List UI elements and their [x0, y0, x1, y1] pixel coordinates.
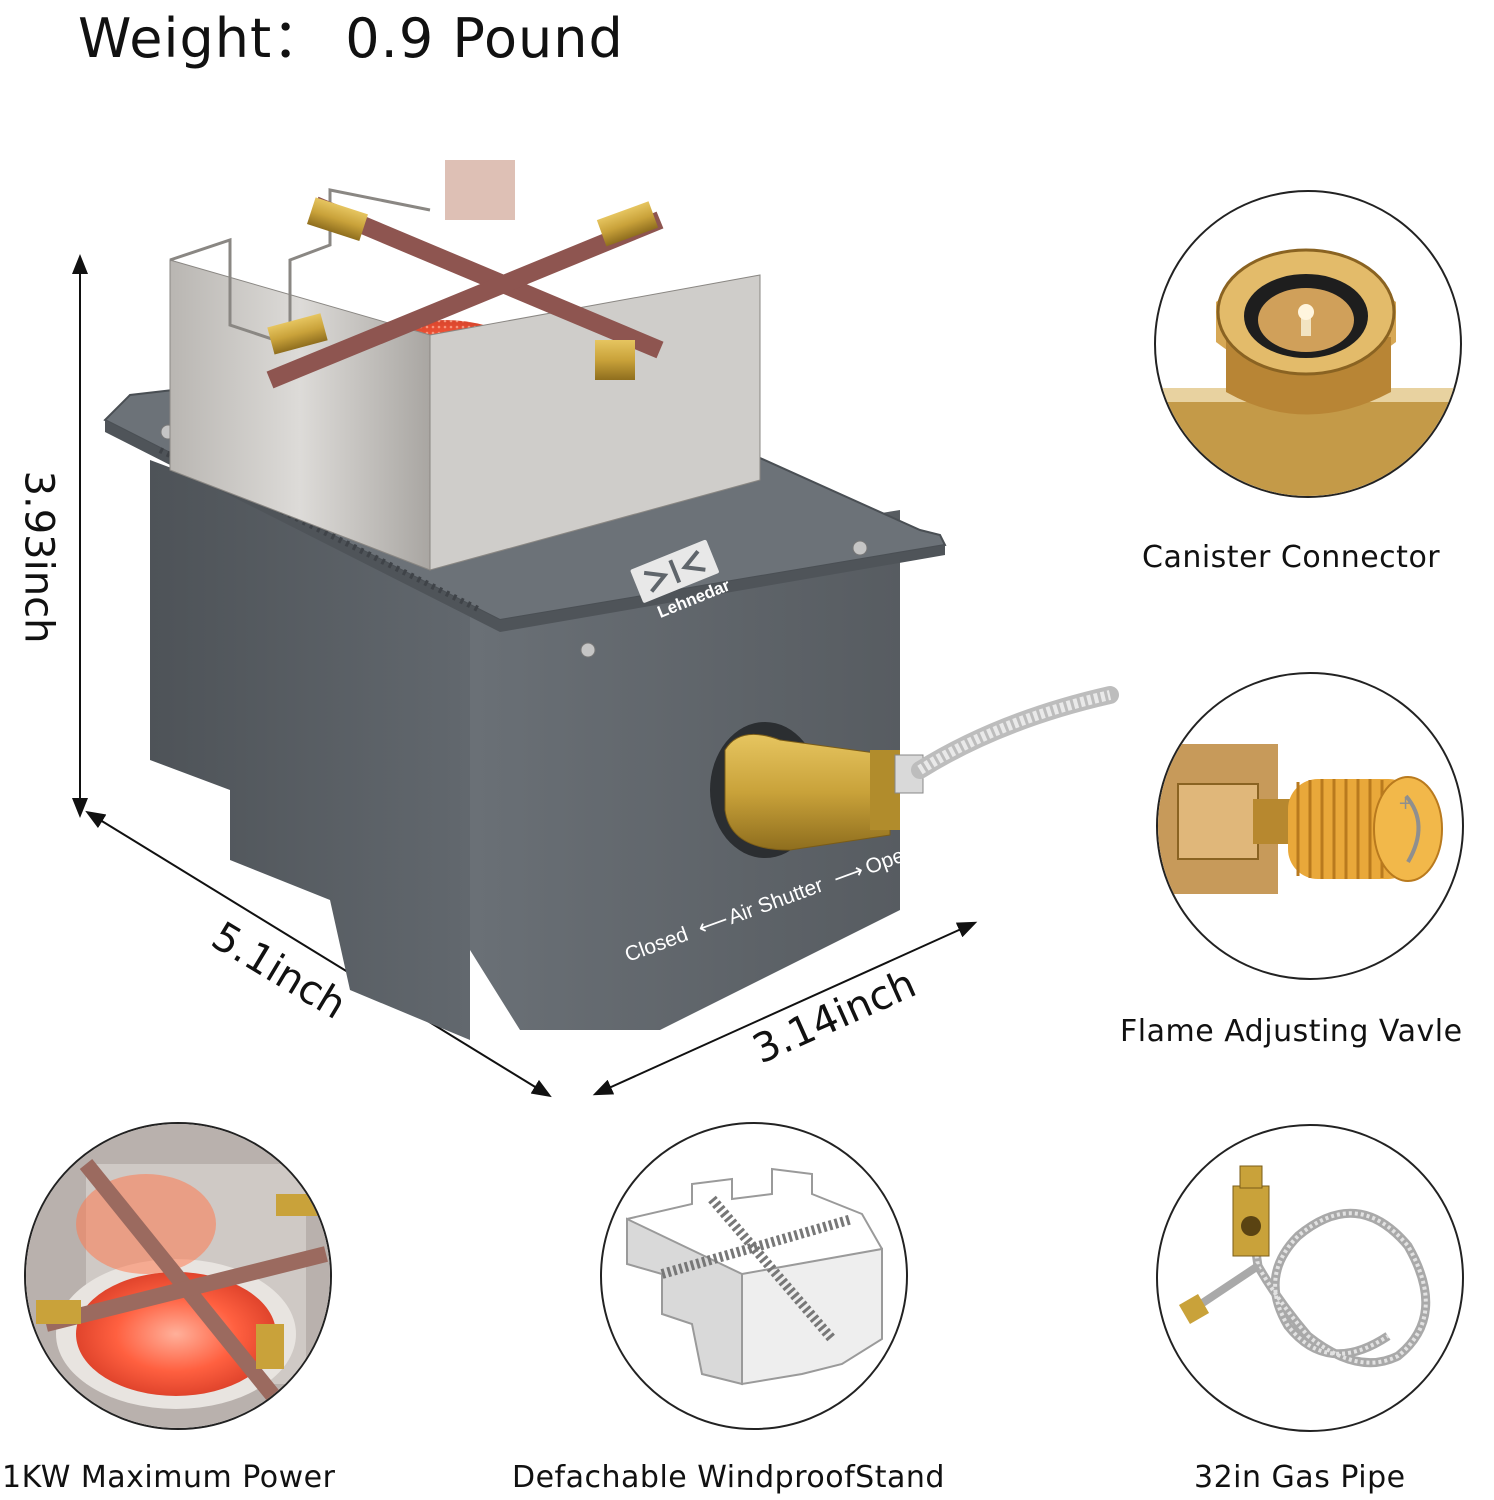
feature-gas-pipe	[1156, 1124, 1464, 1432]
feature-max-power	[24, 1122, 332, 1430]
burner-flame-icon	[26, 1124, 330, 1428]
feature-canister-connector	[1154, 190, 1462, 498]
feature-label-flame-valve: Flame Adjusting Vavle	[1120, 1014, 1463, 1049]
length-arrow	[85, 810, 552, 1098]
windproof-stand-icon	[626, 1167, 883, 1386]
height-dimension-label: 3.93inch	[15, 470, 62, 644]
flame-valve-icon: +	[1158, 744, 1443, 894]
feature-label-canister-connector: Canister Connector	[1142, 540, 1441, 575]
weight-title: Weight： 0.9 Pound	[78, 7, 624, 70]
gas-pipe-icon	[1178, 1165, 1431, 1368]
feature-windproof-stand	[600, 1122, 908, 1430]
canister-connector-icon	[1156, 248, 1460, 496]
feature-label-max-power: 1KW Maximum Power	[2, 1460, 336, 1495]
width-arrow	[592, 921, 978, 1096]
svg-text:+: +	[1398, 793, 1413, 814]
feature-flame-valve: +	[1156, 672, 1464, 980]
feature-label-windproof-stand: Defachable WindproofStand	[512, 1460, 945, 1495]
feature-label-gas-pipe: 32in Gas Pipe	[1194, 1460, 1406, 1495]
stove-illustration: Lehnedar Closed ⟵ Air Shutter ⟶ Open	[103, 160, 1119, 1040]
